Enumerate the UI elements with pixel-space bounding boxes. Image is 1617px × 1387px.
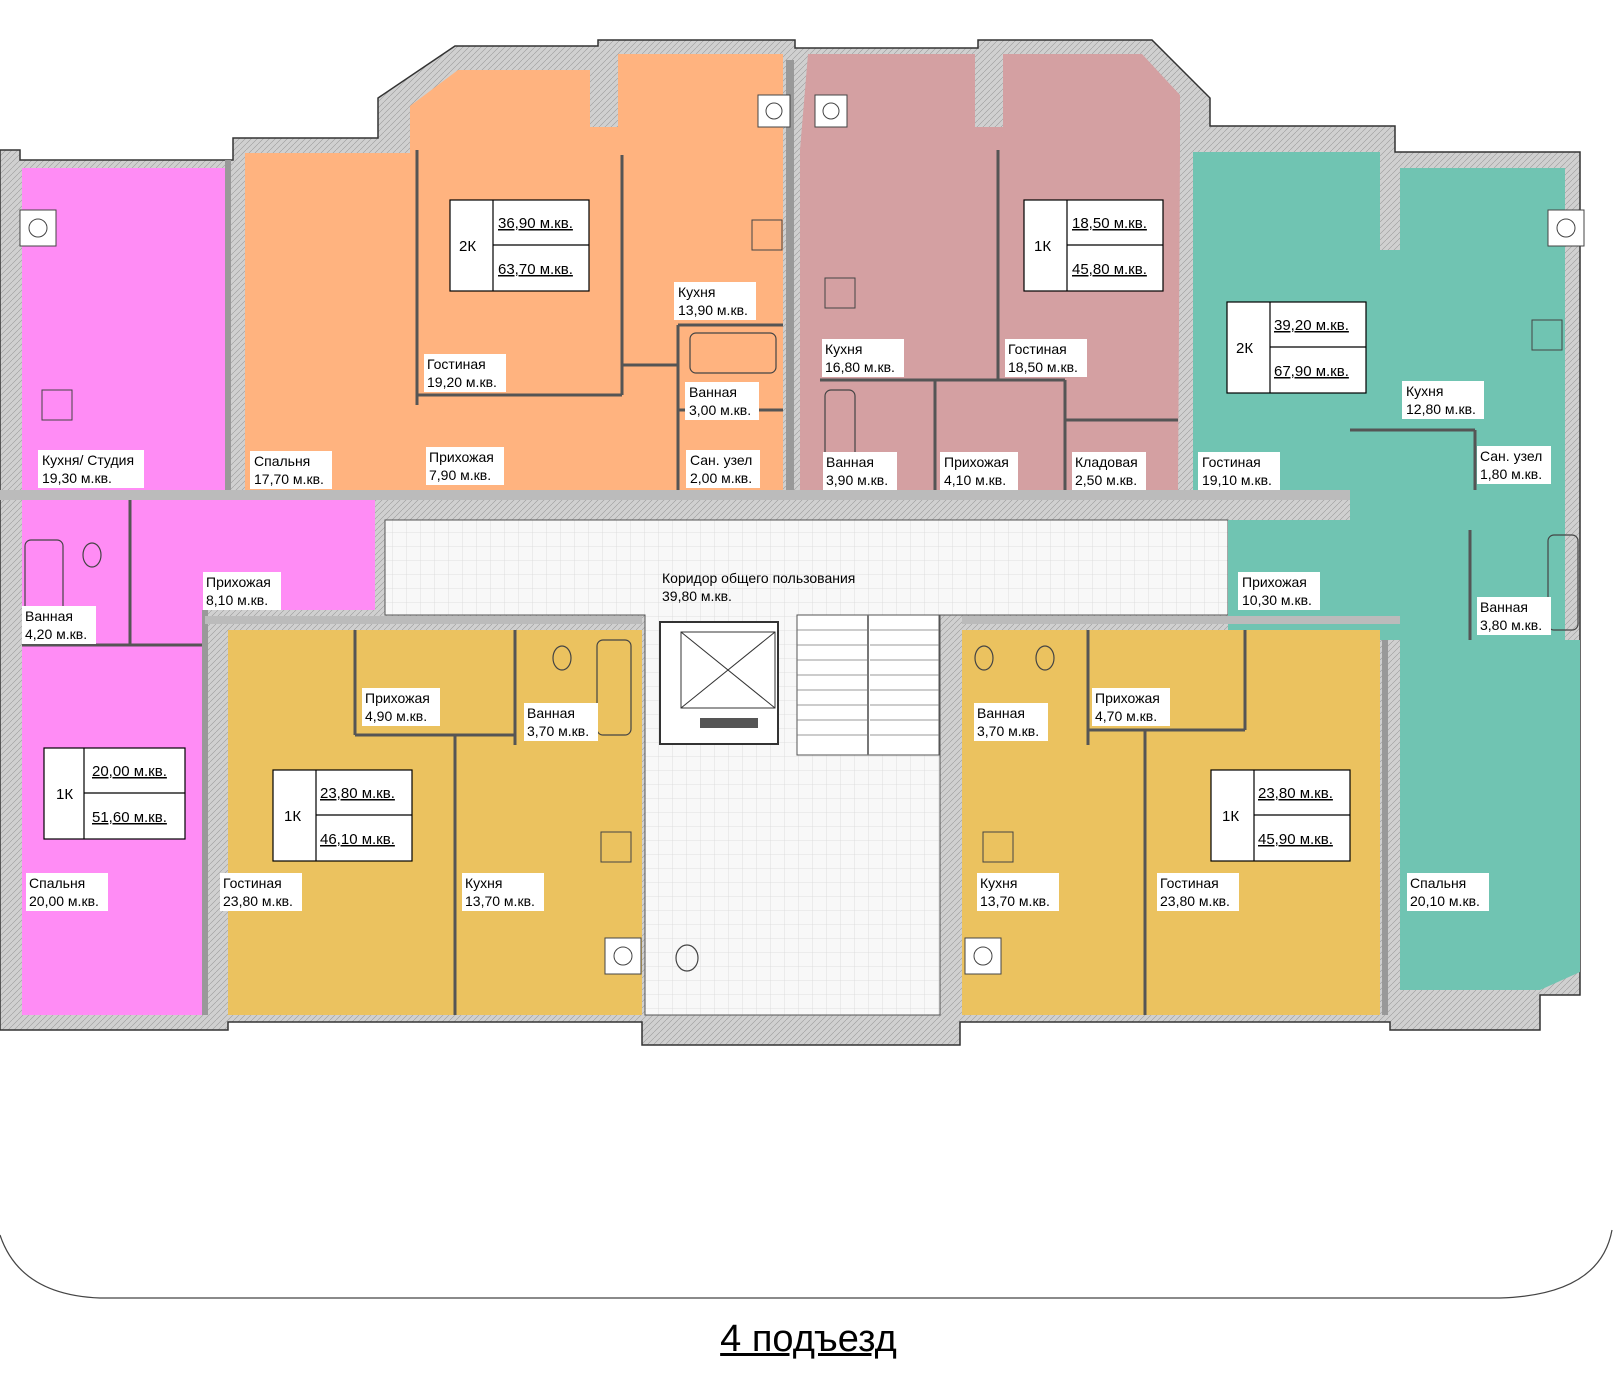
stair-core [796, 614, 940, 756]
room-area: 13,90 м.кв. [678, 302, 748, 318]
room-name: Кухня [465, 875, 502, 891]
room-name: Гостиная [1160, 875, 1219, 891]
room-area: 13,70 м.кв. [980, 893, 1050, 909]
room-area: 18,50 м.кв. [1008, 359, 1078, 375]
room-name: Спальня [29, 875, 85, 891]
room-name: Прихожая [206, 574, 271, 590]
apartment-type: 1К [1034, 238, 1051, 255]
apartment-living-area: 23,80 м.кв. [1258, 785, 1333, 802]
room-name: Кухня [980, 875, 1017, 891]
room-name: Кладовая [1075, 454, 1138, 470]
room-name: Кухня [678, 284, 715, 300]
corridor-label: Коридор общего пользования 39,80 м.кв. [662, 570, 855, 604]
room-labels: Кухня/ Студия 19,30 м.кв. Ванная 4,20 м.… [22, 282, 1551, 911]
room-area: 19,20 м.кв. [427, 374, 497, 390]
apartment-living-area: 20,00 м.кв. [92, 763, 167, 780]
room-name: Прихожая [1095, 690, 1160, 706]
room-area: 4,20 м.кв. [25, 626, 87, 642]
summary-box-yellow-left: 1К 23,80 м.кв. 46,10 м.кв. [272, 769, 413, 862]
room-name: Гостиная [1008, 341, 1067, 357]
corridor-name: Коридор общего пользования [662, 570, 855, 586]
room-area: 7,90 м.кв. [429, 467, 491, 483]
room-name: Гостиная [223, 875, 282, 891]
entrance-caption-text: 4 подъезд [720, 1318, 897, 1360]
room-name: Гостиная [1202, 454, 1261, 470]
corridor-area: 39,80 м.кв. [662, 588, 732, 604]
apartment-total-area: 46,10 м.кв. [320, 831, 395, 848]
room-name: Ванная [977, 705, 1025, 721]
site-boundary [0, 1229, 1613, 1299]
apartment-total-area: 45,80 м.кв. [1072, 261, 1147, 278]
room-area: 4,70 м.кв. [1095, 708, 1157, 724]
apartment-type: 2К [459, 238, 476, 255]
apartment-yellow-right [962, 630, 1380, 1015]
room-name: Прихожая [944, 454, 1009, 470]
room-name: Спальня [254, 453, 310, 469]
room-area: 13,70 м.кв. [465, 893, 535, 909]
room-area: 4,90 м.кв. [365, 708, 427, 724]
room-name: Спальня [1410, 875, 1466, 891]
room-area: 3,80 м.кв. [1480, 617, 1542, 633]
room-name: Гостиная [427, 356, 486, 372]
room-name: Кухня/ Студия [42, 452, 134, 468]
room-name: Ванная [527, 705, 575, 721]
apartment-type: 1К [1222, 808, 1239, 825]
toilet-icon [82, 542, 1055, 972]
room-area: 10,30 м.кв. [1242, 592, 1312, 608]
room-name: Ванная [25, 608, 73, 624]
room-area: 12,80 м.кв. [1406, 401, 1476, 417]
room-name: Ванная [689, 384, 737, 400]
room-name: Сан. узел [1480, 448, 1542, 464]
room-name: Кухня [825, 341, 862, 357]
room-name: Прихожая [1242, 574, 1307, 590]
apartment-type: 1К [56, 786, 73, 803]
room-area: 3,70 м.кв. [977, 723, 1039, 739]
room-area: 20,00 м.кв. [29, 893, 99, 909]
summary-box-rose: 1К 18,50 м.кв. 45,80 м.кв. [1023, 199, 1164, 292]
room-area: 17,70 м.кв. [254, 471, 324, 487]
room-name: Ванная [826, 454, 874, 470]
stove-icon [41, 219, 1563, 863]
room-area: 3,00 м.кв. [689, 402, 751, 418]
room-area: 19,30 м.кв. [42, 470, 112, 486]
room-name: Прихожая [429, 449, 494, 465]
apartment-type: 2К [1236, 340, 1253, 357]
room-name: Прихожая [365, 690, 430, 706]
room-area: 3,70 м.кв. [527, 723, 589, 739]
room-area: 19,10 м.кв. [1202, 472, 1272, 488]
elevator [659, 621, 779, 745]
room-area: 20,10 м.кв. [1410, 893, 1480, 909]
room-name: Кухня [1406, 383, 1443, 399]
apartment-type: 1К [284, 808, 301, 825]
room-area: 4,10 м.кв. [944, 472, 1006, 488]
apartment-living-area: 36,90 м.кв. [498, 215, 573, 232]
room-area: 2,00 м.кв. [690, 470, 752, 486]
room-area: 16,80 м.кв. [825, 359, 895, 375]
room-area: 1,80 м.кв. [1480, 466, 1542, 482]
room-area: 23,80 м.кв. [223, 893, 293, 909]
summary-box-teal: 2К 39,20 м.кв. 67,90 м.кв. [1226, 301, 1367, 394]
summary-box-pink: 1К 20,00 м.кв. 51,60 м.кв. [43, 747, 186, 840]
apartment-total-area: 45,90 м.кв. [1258, 831, 1333, 848]
room-area: 8,10 м.кв. [206, 592, 268, 608]
room-area: 2,50 м.кв. [1075, 472, 1137, 488]
apartment-summary-boxes: 1К 20,00 м.кв. 51,60 м.кв. 2К 36,90 м.кв… [43, 199, 1367, 862]
room-name: Сан. узел [690, 452, 752, 468]
apartment-living-area: 39,20 м.кв. [1274, 317, 1349, 334]
room-area: 3,90 м.кв. [826, 472, 888, 488]
apartment-living-area: 18,50 м.кв. [1072, 215, 1147, 232]
bathtub-icon [24, 332, 1579, 736]
summary-box-orange: 2К 36,90 м.кв. 63,70 м.кв. [449, 199, 590, 292]
room-area: 23,80 м.кв. [1160, 893, 1230, 909]
apartment-total-area: 67,90 м.кв. [1274, 363, 1349, 380]
apartment-living-area: 23,80 м.кв. [320, 785, 395, 802]
apartment-total-area: 51,60 м.кв. [92, 809, 167, 826]
partitions [0, 60, 1477, 1015]
ventilation-shaft-icon [19, 94, 1585, 975]
room-name: Ванная [1480, 599, 1528, 615]
entrance-caption: 4 подъезд [0, 1318, 1617, 1361]
apartment-total-area: 63,70 м.кв. [498, 261, 573, 278]
summary-box-yellow-right: 1К 23,80 м.кв. 45,90 м.кв. [1210, 769, 1351, 862]
